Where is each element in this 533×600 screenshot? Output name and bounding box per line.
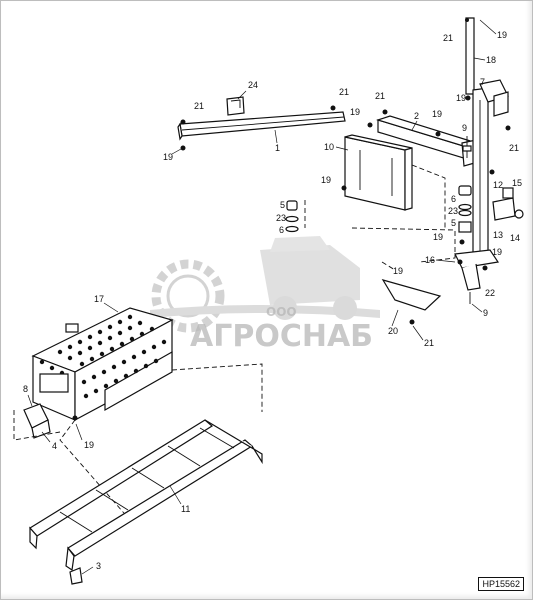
- watermark-line2: АГРОСНАБ: [190, 319, 373, 354]
- part-24-clip: [226, 96, 245, 116]
- callout-23a: 23: [276, 213, 286, 223]
- callout-11: 11: [181, 504, 190, 514]
- alignment-line-b: [411, 164, 446, 228]
- callout-7: 7: [480, 77, 485, 87]
- callout-3: 3: [96, 561, 101, 571]
- part-18-vertical-post: [465, 17, 509, 261]
- part-6-5-23-bushings-right: [458, 185, 472, 233]
- callout-19a: 19: [163, 152, 173, 162]
- callout-5b: 5: [451, 218, 456, 228]
- callout-23b: 23: [448, 206, 458, 216]
- callout-21a: 21: [194, 101, 204, 111]
- part-17-perforated-platform: [31, 307, 174, 422]
- callout-6a: 6: [279, 225, 284, 235]
- callout-19b: 19: [350, 107, 360, 117]
- part-10-mounting-plate: [344, 134, 413, 211]
- fastener-markers: [72, 18, 511, 421]
- callout-20: 20: [388, 326, 398, 336]
- callout-19d: 19: [321, 175, 331, 185]
- part-8-small-bracket: [23, 403, 51, 439]
- callout-labels: 24 21 19 1 21 19 21 2 19 10 19 21 19 18 …: [23, 19, 522, 575]
- alignment-line-e: [59, 419, 131, 521]
- part-20-footplate: [381, 261, 442, 311]
- callout-22: 22: [485, 288, 495, 298]
- part-13-latch-assembly: [492, 187, 524, 221]
- callout-21f: 21: [424, 338, 434, 348]
- perforation-holes: [39, 314, 167, 399]
- part-5-23-6-stack-left: [285, 200, 299, 233]
- callout-14: 14: [510, 233, 520, 243]
- callout-10: 10: [324, 142, 334, 152]
- callout-9a: 9: [462, 123, 467, 133]
- callout-19g: 19: [433, 232, 443, 242]
- callout-19h: 19: [492, 247, 502, 257]
- callout-15: 15: [512, 178, 522, 188]
- callout-19j: 19: [84, 440, 94, 450]
- callout-4: 4: [52, 441, 57, 451]
- callout-17: 17: [94, 294, 104, 304]
- callout-19c: 19: [432, 109, 442, 119]
- callout-24: 24: [248, 80, 258, 90]
- callout-1: 1: [275, 143, 280, 153]
- part-1-support-bar: [177, 111, 346, 141]
- callout-6b: 6: [451, 194, 456, 204]
- callout-12: 12: [493, 180, 503, 190]
- callout-19i: 19: [393, 266, 403, 276]
- callout-16: 16: [425, 255, 435, 265]
- callout-21d: 21: [443, 33, 453, 43]
- callout-21c: 21: [375, 91, 385, 101]
- watermark-line1: ООО: [266, 305, 297, 319]
- alignment-line-f: [171, 363, 263, 412]
- alignment-line-d: [13, 410, 61, 441]
- callout-21e: 21: [509, 143, 519, 153]
- part-11-ladder: [29, 419, 263, 572]
- callout-19e: 19: [497, 30, 507, 40]
- part-16-lower-bracket: [454, 249, 500, 304]
- callout-9b: 9: [483, 308, 488, 318]
- callout-21b: 21: [339, 87, 349, 97]
- callout-19f: 19: [456, 93, 466, 103]
- callout-5a: 5: [280, 200, 285, 210]
- watermark-logo: [150, 236, 380, 333]
- callout-13: 13: [493, 230, 503, 240]
- part-9-bolt-upper: [462, 136, 472, 158]
- callout-18: 18: [486, 55, 496, 65]
- figure-code-label: HP15562: [478, 577, 524, 591]
- part-3-end-cap: [69, 567, 83, 585]
- callout-2: 2: [414, 111, 419, 121]
- part-2-angle-bracket: [376, 115, 482, 167]
- callout-8: 8: [23, 384, 28, 394]
